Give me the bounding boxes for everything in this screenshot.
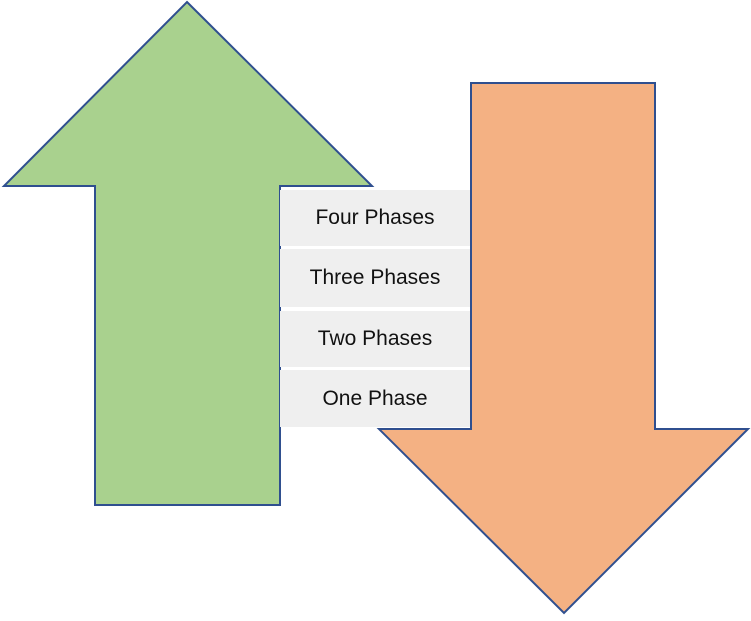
phase-label-three: Three Phases: [309, 266, 441, 289]
phase-row-four: Four Phases: [280, 190, 470, 246]
phase-row-three: Three Phases: [280, 249, 470, 307]
down-arrow-orange: [376, 82, 751, 615]
phase-label-one: One Phase: [322, 386, 428, 410]
phase-row-one: One Phase: [280, 370, 470, 427]
phase-row-two: Two Phases: [280, 311, 470, 367]
phase-label-four: Four Phases: [315, 206, 435, 229]
phase-label-two: Two Phases: [317, 327, 433, 350]
